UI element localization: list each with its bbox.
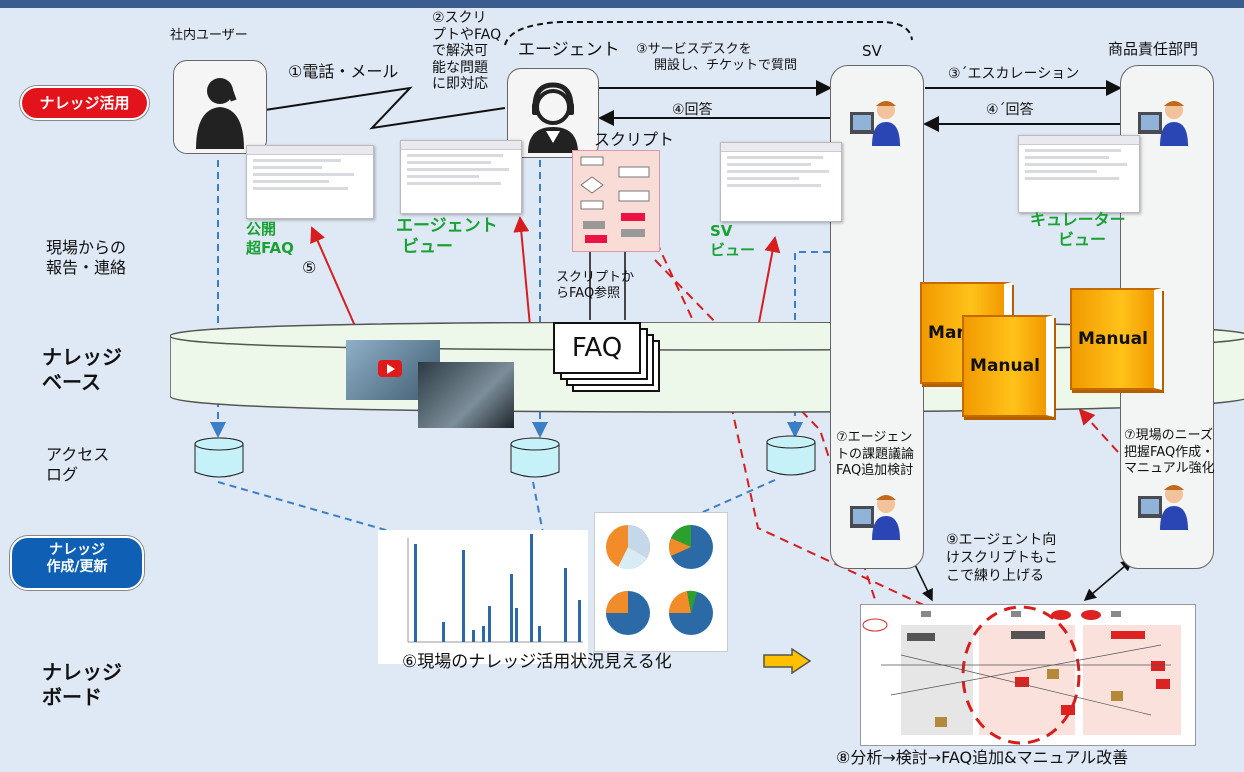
bar-8 [515, 608, 518, 642]
step9-label: ⑨エージェント向けスクリプトもここで練り上げる [946, 532, 1058, 584]
knowledge-board-image [860, 604, 1196, 746]
header-bar [0, 0, 1244, 8]
bar-5 [482, 626, 485, 642]
manual-book-2: Manual [962, 315, 1054, 417]
product-title: 商品責任部門 [1108, 40, 1199, 58]
agent-title: エージェント [518, 40, 620, 60]
step1-label: ①電話・メール [288, 62, 399, 81]
red-arrow-public [310, 226, 356, 327]
play-icon [378, 360, 402, 377]
agent-box [507, 68, 599, 158]
usage-pie-charts [594, 512, 728, 652]
public-faq-screenshot [246, 145, 374, 219]
agent-view-label: エージェントビュー [396, 216, 498, 258]
video-thumb-2 [418, 362, 514, 428]
arrow-right-icon [763, 648, 812, 674]
knowledge-use-pill: ナレッジ活用 [20, 86, 149, 120]
knowledge-create-pill: ナレッジ 作成/更新 [10, 536, 144, 590]
knowledge-board-svg [862, 605, 1181, 745]
curator-view-screenshot [1018, 135, 1140, 213]
script-ref-label: スクリプトからFAQ参照 [556, 270, 635, 302]
call-bolt [264, 86, 506, 130]
flowchart-icon [580, 156, 650, 243]
red-dash-3 [1078, 408, 1119, 453]
step3-label: ③サービスデスクを開設し、チケットで質問 [636, 42, 798, 74]
usage-bar-chart-svg [407, 534, 583, 643]
bar-7 [510, 574, 513, 642]
bar-11 [564, 568, 567, 642]
board-arrow-product [1083, 559, 1134, 601]
red-arrow-agent [513, 216, 531, 327]
step5-label: ⑤ [302, 258, 317, 277]
bar-3 [462, 550, 465, 642]
bar-9 [530, 534, 533, 642]
blue-dash-log1 [217, 481, 440, 549]
sv-operator-icon [850, 101, 900, 146]
knowledge-create-line1: ナレッジ [49, 542, 105, 558]
database-icon [510, 437, 560, 478]
usage-bar-chart [378, 530, 588, 664]
manual-book-3: Manual [1070, 288, 1162, 390]
step6-label: ⑥現場のナレッジ活用状況見える化 [402, 652, 672, 672]
field-report-label: 現場からの報告・連絡 [46, 238, 127, 277]
phone-user-icon [196, 78, 244, 149]
sv-title: SV [862, 42, 882, 60]
sv-view-screenshot [720, 142, 842, 222]
sv-column [830, 65, 924, 569]
database-icon [194, 437, 244, 478]
knowledge-create-line2: 作成/更新 [46, 558, 108, 575]
access-log-label: アクセスログ [46, 445, 110, 484]
bar-6 [488, 606, 491, 642]
internal-user-box [173, 60, 267, 154]
bar-10 [538, 626, 541, 642]
knowledge-board-label: ナレッジボード [42, 660, 122, 709]
bar-4 [472, 630, 475, 642]
step4b-label: ④´回答 [986, 102, 1034, 118]
headset-agent-icon [528, 82, 578, 153]
curator-view-label: キュレータービュー [1030, 210, 1126, 249]
public-faq-label: 公開超FAQ [246, 220, 294, 257]
agent-view-screenshot [400, 140, 522, 214]
step4-label: ④回答 [672, 102, 713, 118]
product-operator-icon-2 [1138, 485, 1188, 530]
product-operator-icon [1138, 101, 1188, 146]
internal-user-title: 社内ユーザー [170, 28, 248, 43]
pie-charts-svg [606, 525, 713, 635]
database-icon [766, 435, 816, 476]
bar-12 [578, 600, 581, 642]
knowledge-base-label: ナレッジベース [42, 345, 122, 394]
red-dash-1 [649, 227, 931, 609]
step7b-label: ⑦現場のニーズ把握FAQ作成・マニュアル強化 [1124, 428, 1215, 477]
sv-operator-icon-2 [850, 495, 900, 540]
faq-card-1: FAQ [553, 322, 641, 374]
step3b-label: ③´エスカレーション [948, 66, 1080, 82]
step8-label: ⑧分析→検討→FAQ追加&マニュアル改善 [836, 748, 1129, 767]
bar-1 [414, 544, 417, 642]
script-flowchart [572, 150, 660, 252]
bar-2 [442, 622, 445, 642]
red-arrow-sv [757, 236, 781, 329]
agent-sv-curve [504, 21, 913, 46]
script-title: スクリプト [594, 130, 675, 149]
